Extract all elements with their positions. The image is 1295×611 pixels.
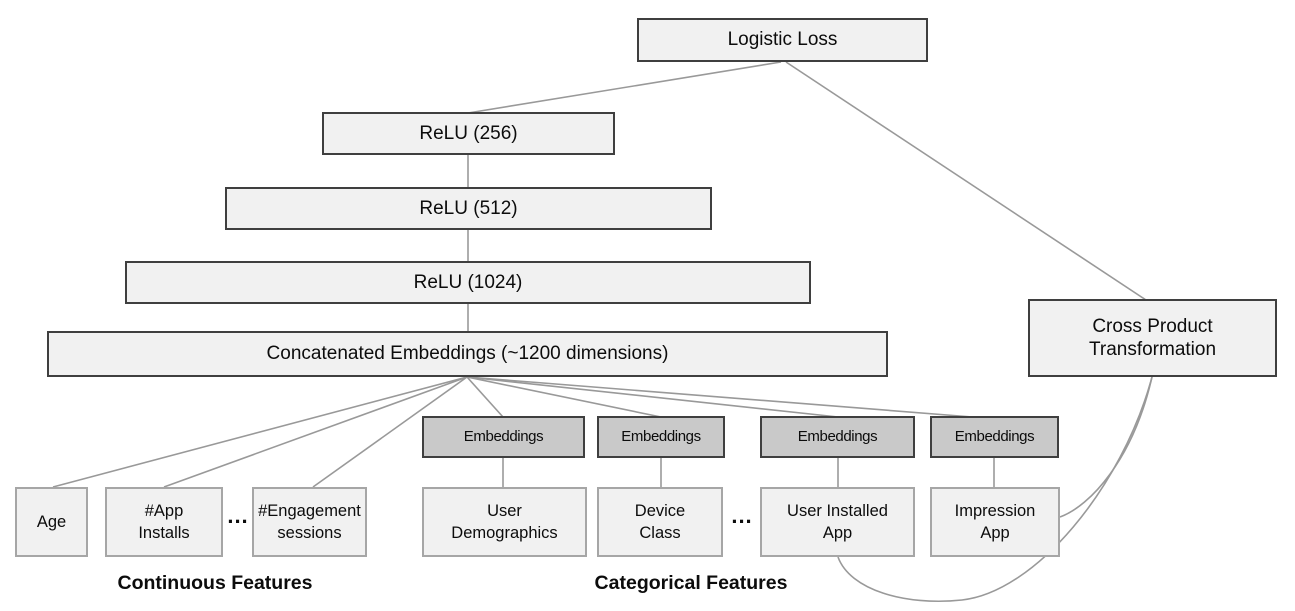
node-relu-256: ReLU (256) [322,112,615,155]
ellipsis-continuous: ... [227,503,249,528]
edge-logisticloss-relu256 [467,61,782,114]
node-embeddings-device-class: Embeddings [597,416,725,458]
edge-impressionapp-crossproduct [1059,376,1153,518]
edge-concat-engagement [312,376,468,488]
node-age: Age [15,487,88,557]
node-embeddings-user-installed-app: Embeddings [760,416,915,458]
edge-concat-appinstalls [163,376,468,488]
node-cross-product-transformation: Cross Product Transformation [1028,299,1277,377]
label-continuous-features: Continuous Features [117,572,313,594]
edge-concat-emb4 [466,376,986,419]
node-impression-app: Impression App [930,487,1060,557]
node-engagement-sessions: #Engagement sessions [252,487,367,557]
label-categorical-features: Categorical Features [594,572,788,594]
node-relu-512: ReLU (512) [225,187,712,230]
node-device-class: Device Class [597,487,723,557]
node-concatenated-embeddings: Concatenated Embeddings (~1200 dimension… [47,331,888,377]
edge-concat-age [52,376,468,488]
node-app-installs: #App Installs [105,487,223,557]
node-user-demographics: User Demographics [422,487,587,557]
edge-concat-emb3 [466,376,839,418]
node-embeddings-impression-app: Embeddings [930,416,1059,458]
edge-logisticloss-crossproduct [785,61,1147,301]
node-embeddings-user-demographics: Embeddings [422,416,585,458]
ellipsis-categorical: ... [731,503,753,528]
node-logistic-loss: Logistic Loss [637,18,928,62]
node-user-installed-app: User Installed App [760,487,915,557]
edge-concat-emb1 [466,376,504,418]
edge-concat-emb2 [466,376,662,418]
node-relu-1024: ReLU (1024) [125,261,811,304]
